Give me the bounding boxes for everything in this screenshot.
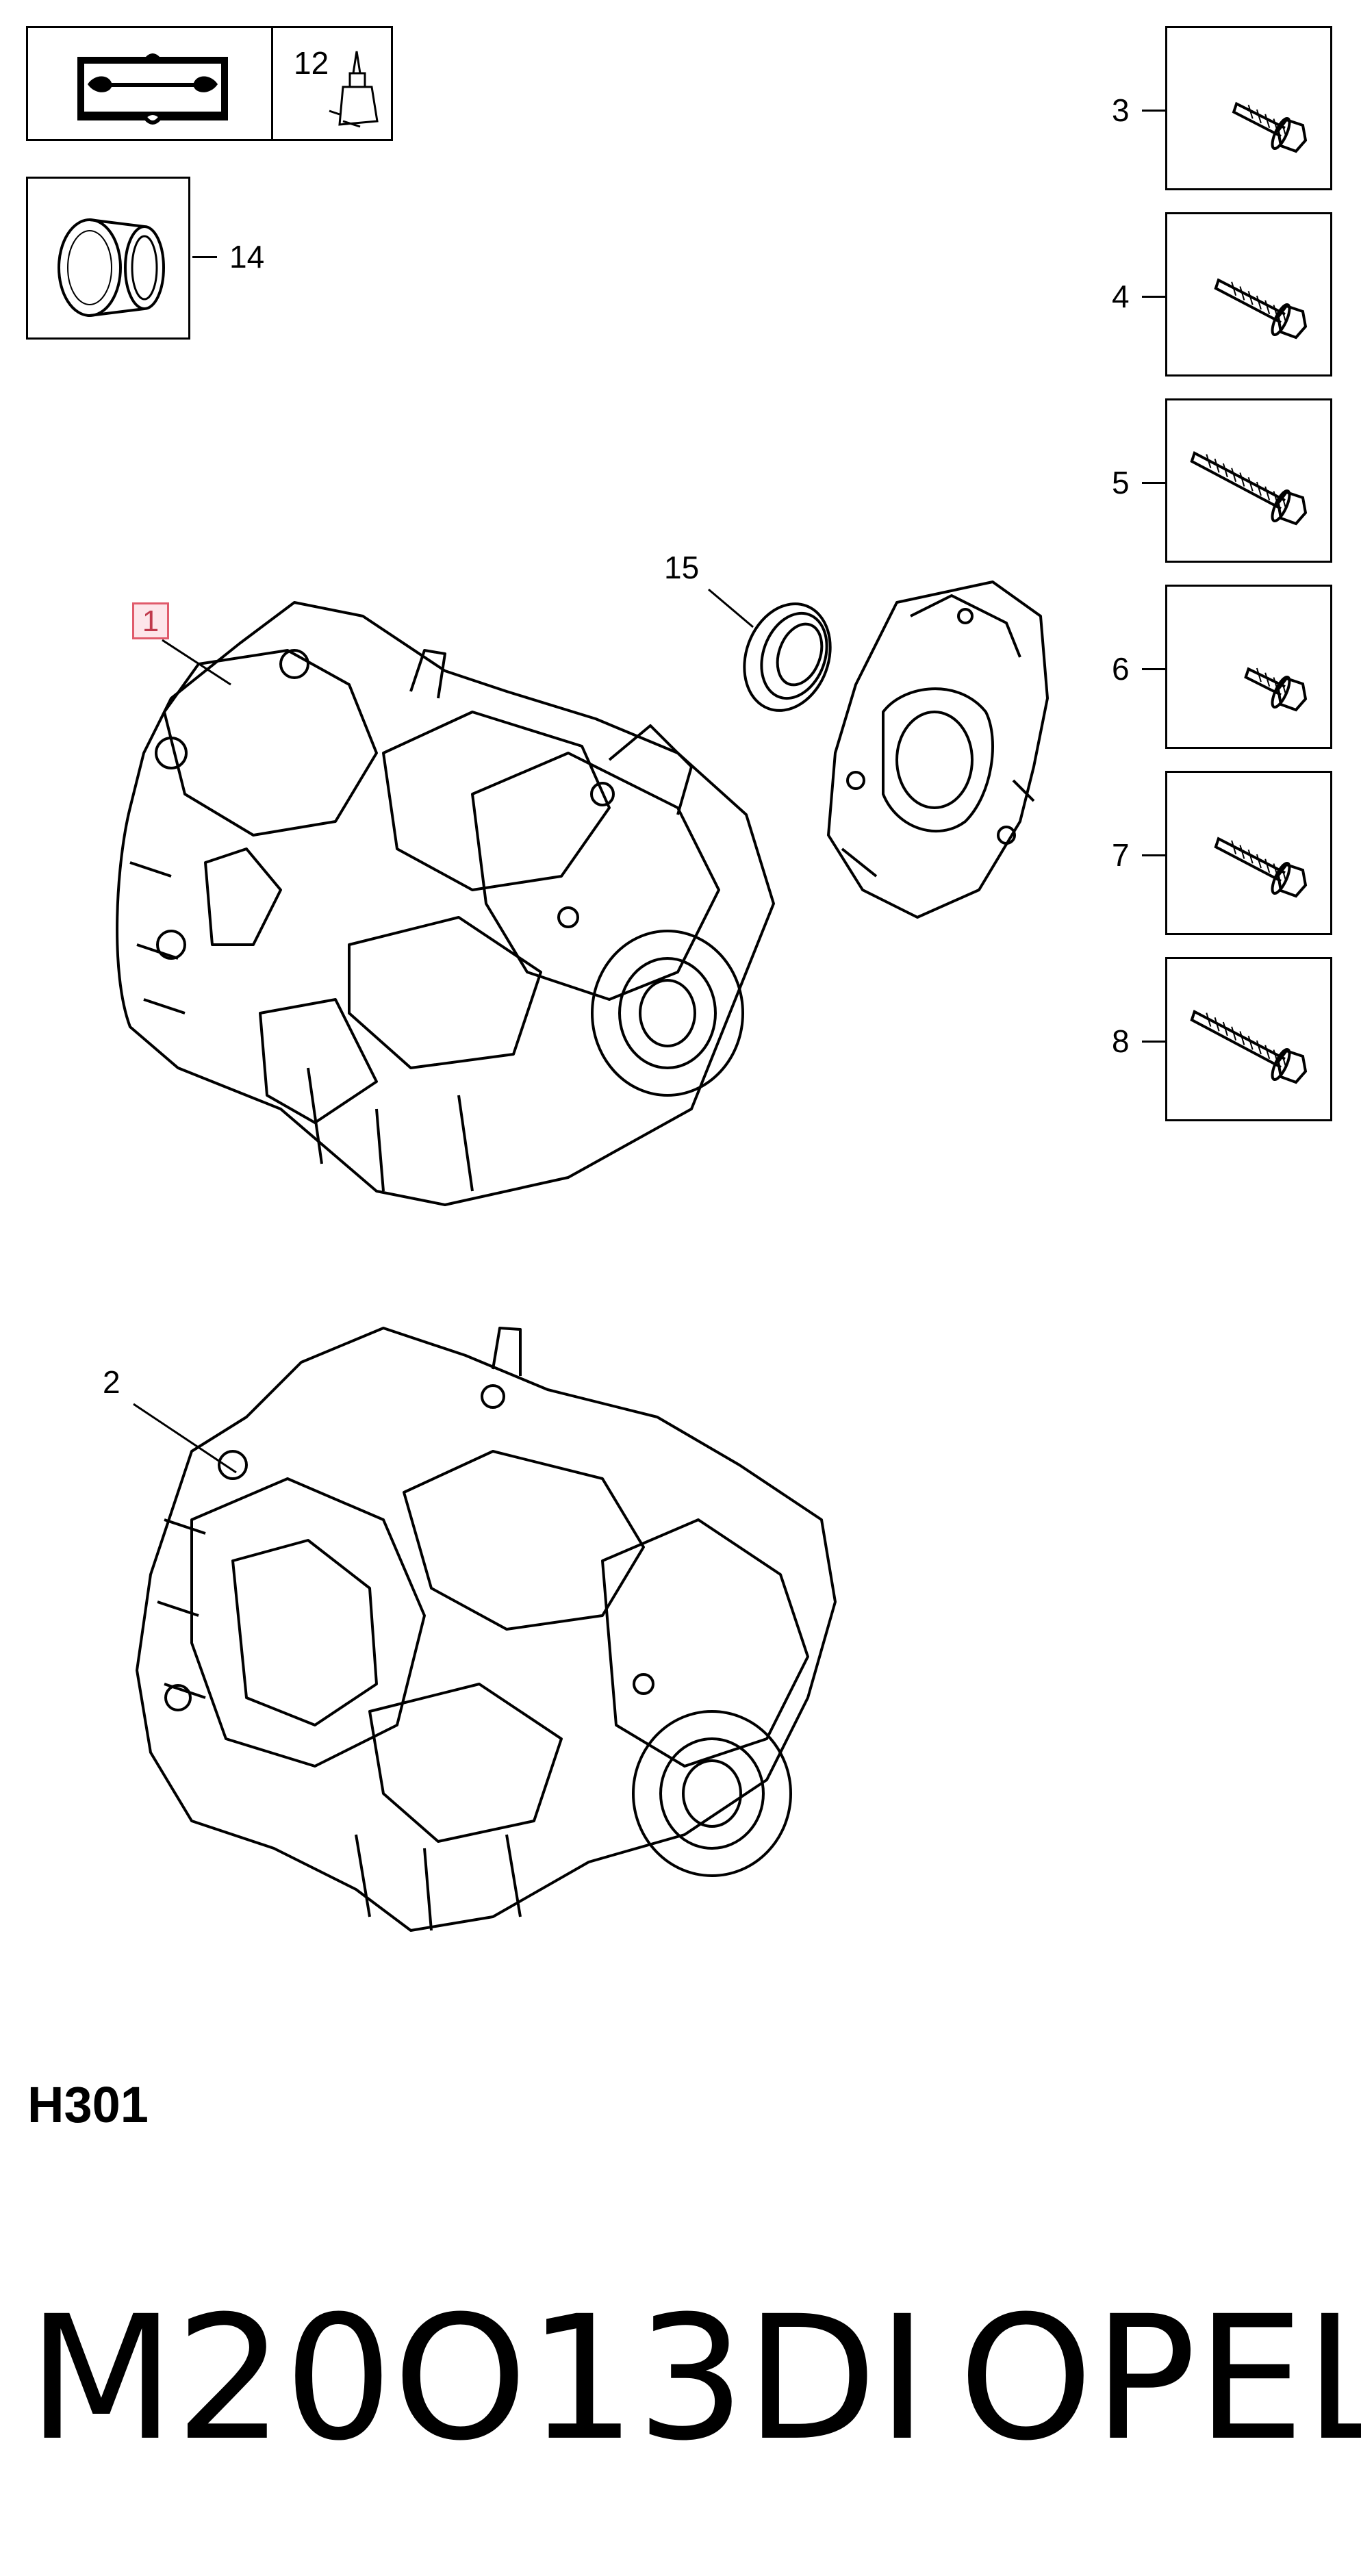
long-flange-bolt-icon: [1190, 451, 1308, 526]
item-14-label: 14: [229, 239, 265, 275]
fastener-label-5: 7: [1112, 837, 1130, 873]
fastener-box-3: [1165, 398, 1332, 563]
fastener-label-6: 8: [1112, 1023, 1130, 1059]
footer-model: M20O13DI: [27, 2279, 928, 2478]
tool-info-divider: [271, 28, 273, 139]
item-12-label: 12: [294, 45, 329, 81]
item-14-leader: [192, 256, 217, 258]
long-flange-bolt-icon: [1190, 1010, 1308, 1084]
footer-brand: OPEL: [958, 2279, 1361, 2478]
transmission-assembly-2: [136, 1327, 837, 1932]
medium-flange-bolt-icon: [1214, 837, 1308, 898]
item-15-label: 15: [664, 550, 700, 585]
item-15-leader: [708, 588, 754, 628]
item-1-label: 1: [142, 604, 160, 638]
fastener-leader-4: [1142, 668, 1165, 670]
medium-flange-bolt-icon: [1214, 278, 1308, 340]
fastener-box-4: [1165, 585, 1332, 749]
fastener-label-1: 3: [1112, 92, 1130, 128]
section-code: H301: [27, 2076, 149, 2133]
sealant-tube-icon: [329, 51, 379, 128]
fastener-label-4: 6: [1112, 651, 1130, 687]
stub-flange-bolt-icon: [1244, 667, 1308, 712]
fastener-leader-3: [1142, 482, 1165, 484]
fastener-label-2: 4: [1112, 279, 1130, 314]
short-flange-bolt-icon: [1232, 101, 1308, 153]
fastener-box-5: [1165, 771, 1332, 935]
bearing-sleeve-icon: [58, 218, 165, 317]
fastener-leader-1: [1142, 110, 1165, 112]
transmission-assembly-1: [116, 601, 775, 1206]
oil-seal-icon: [743, 602, 832, 712]
repair-manual-icon: [77, 53, 228, 125]
fastener-box-6: [1165, 957, 1332, 1121]
item-1-leader: [162, 639, 231, 686]
item-2-label: 2: [103, 1364, 120, 1400]
fastener-box-1: [1165, 26, 1332, 190]
fastener-box-2: [1165, 212, 1332, 377]
item-1-callout: 1: [132, 602, 169, 639]
item-14-box: [26, 177, 190, 340]
tool-info-box: 12: [26, 26, 393, 141]
fastener-leader-2: [1142, 296, 1165, 298]
fastener-label-3: 5: [1112, 465, 1130, 500]
fastener-leader-6: [1142, 1041, 1165, 1043]
fastener-leader-5: [1142, 854, 1165, 856]
clutch-housing-cover: [827, 581, 1049, 919]
